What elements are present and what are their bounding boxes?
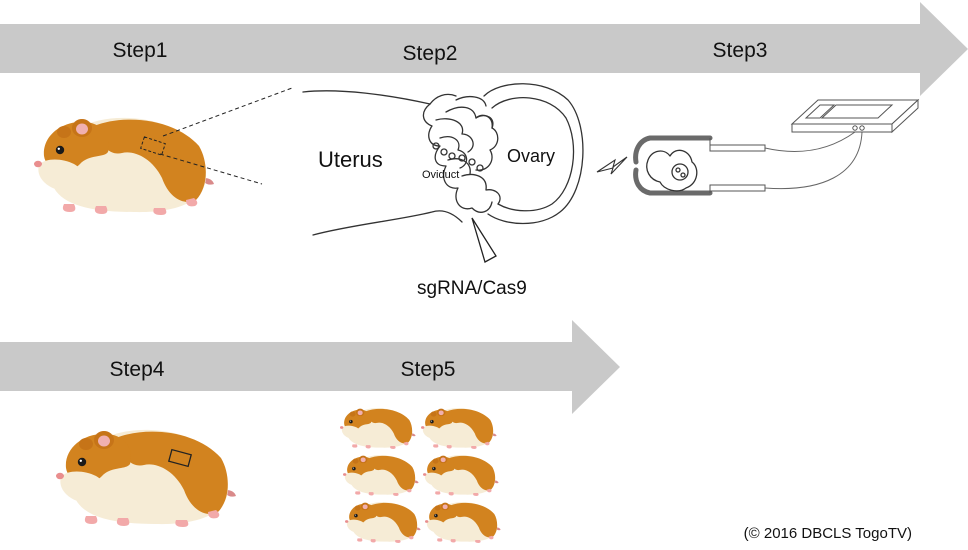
electrode-wire-upper [764, 131, 856, 152]
electroporator-icon [790, 98, 920, 134]
needle-icon [471, 217, 497, 263]
oviduct-label: Oviduct [422, 169, 459, 181]
hamster-icon [421, 408, 497, 449]
hamster-icon [34, 117, 214, 215]
marker-box [167, 448, 193, 468]
hamster-icon [425, 502, 501, 543]
zoom-line-upper [162, 87, 293, 137]
hamster-icon [345, 502, 421, 543]
spark-icon [596, 156, 628, 175]
ovary-label: Ovary [507, 146, 555, 166]
timeline-arrow-bottom [0, 320, 620, 414]
zoom-line-lower [159, 153, 263, 185]
copyright-notice: (© 2016 DBCLS TogoTV) [744, 525, 912, 542]
step3-label: Step3 [713, 39, 768, 62]
reproductive-tract-illustration [302, 83, 584, 263]
step4-label: Step4 [110, 358, 165, 381]
step5-label: Step5 [401, 358, 456, 381]
timeline-arrow-top [0, 2, 968, 96]
uterus-label: Uterus [318, 147, 383, 172]
electrode-icon [633, 135, 766, 196]
hamster-icon [343, 455, 419, 496]
hamster-icon [340, 408, 416, 449]
hamster-icon [56, 429, 236, 527]
offspring-group [340, 408, 501, 543]
injection-label: sgRNA/Cas9 [417, 278, 527, 299]
hamster-icon [423, 455, 499, 496]
step2-label: Step2 [403, 42, 458, 65]
step1-label: Step1 [113, 39, 168, 62]
electrode-wire-lower [764, 131, 863, 190]
